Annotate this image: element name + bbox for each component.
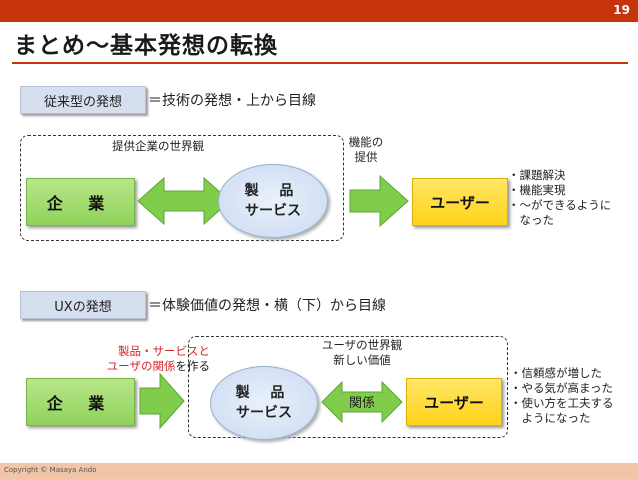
result-item: ・使い方を工夫する xyxy=(510,396,614,410)
result-item: ・機能実現 xyxy=(508,183,566,197)
note-line: 製品・サービスと xyxy=(118,344,210,358)
caption-line: ユーザの世界観 xyxy=(321,338,403,352)
top-bar xyxy=(0,0,638,22)
result-item: ・課題解決 xyxy=(508,168,566,182)
result-item: ・〜ができるように xyxy=(508,198,612,212)
user-box-ux: ユーザー xyxy=(406,378,502,426)
double-arrow-icon xyxy=(321,380,403,424)
result-item: ・やる気が高まった xyxy=(510,381,614,395)
caption-line: 新しい価値 xyxy=(333,353,391,367)
user-world-caption: ユーザの世界観 新しい価値 xyxy=(314,338,410,368)
function-provision-caption: 機能の 提供 xyxy=(346,135,386,165)
right-arrow-icon xyxy=(139,372,185,430)
user-world-boundary xyxy=(188,336,508,438)
company-box: 企 業 xyxy=(26,178,135,226)
provider-world-caption: 提供企業の世界観 xyxy=(112,139,204,153)
note-rest-text: を作る xyxy=(175,359,211,373)
caption-line: 提供 xyxy=(354,150,378,164)
traditional-tag: 従来型の発想 xyxy=(20,86,146,114)
product-label: 製 品 xyxy=(235,385,293,401)
traditional-summary: ＝技術の発想・上から目線 xyxy=(148,93,316,109)
product-ellipse-ux: 製 品 サービス xyxy=(210,366,318,440)
relation-label: 関係 xyxy=(348,396,375,411)
page-title: まとめ〜基本発想の転換 xyxy=(14,33,278,59)
copyright-text: Copyright © Masaya Ando xyxy=(4,466,97,474)
traditional-results: ・課題解決 ・機能実現 ・〜ができるように なった xyxy=(508,168,611,228)
caption-line: 機能の xyxy=(348,135,384,149)
page-number: 19 xyxy=(613,3,630,17)
note-red-text: ユーザの関係 xyxy=(106,359,176,373)
product-ellipse: 製 品 サービス xyxy=(218,164,328,238)
company-box-ux: 企 業 xyxy=(26,378,135,426)
ux-results: ・信頼感が増した ・やる気が高まった ・使い方を工夫する ようになった xyxy=(510,366,614,426)
result-item: ようになった xyxy=(510,411,591,425)
user-box: ユーザー xyxy=(412,178,508,226)
ux-summary: ＝体験価値の発想・横（下）から目線 xyxy=(148,298,386,314)
product-label: 製 品 xyxy=(244,183,302,199)
footer-band xyxy=(0,463,638,479)
result-item: ・信頼感が増した xyxy=(510,366,602,380)
service-label: サービス xyxy=(236,405,292,421)
provider-world-boundary xyxy=(20,135,344,241)
relationship-note: 製品・サービスと ユーザの関係を作る xyxy=(94,344,210,374)
service-label: サービス xyxy=(245,203,301,219)
right-arrow-icon xyxy=(349,174,409,228)
ux-tag: UXの発想 xyxy=(20,291,146,319)
title-rule xyxy=(12,62,628,64)
result-item: なった xyxy=(508,213,554,227)
